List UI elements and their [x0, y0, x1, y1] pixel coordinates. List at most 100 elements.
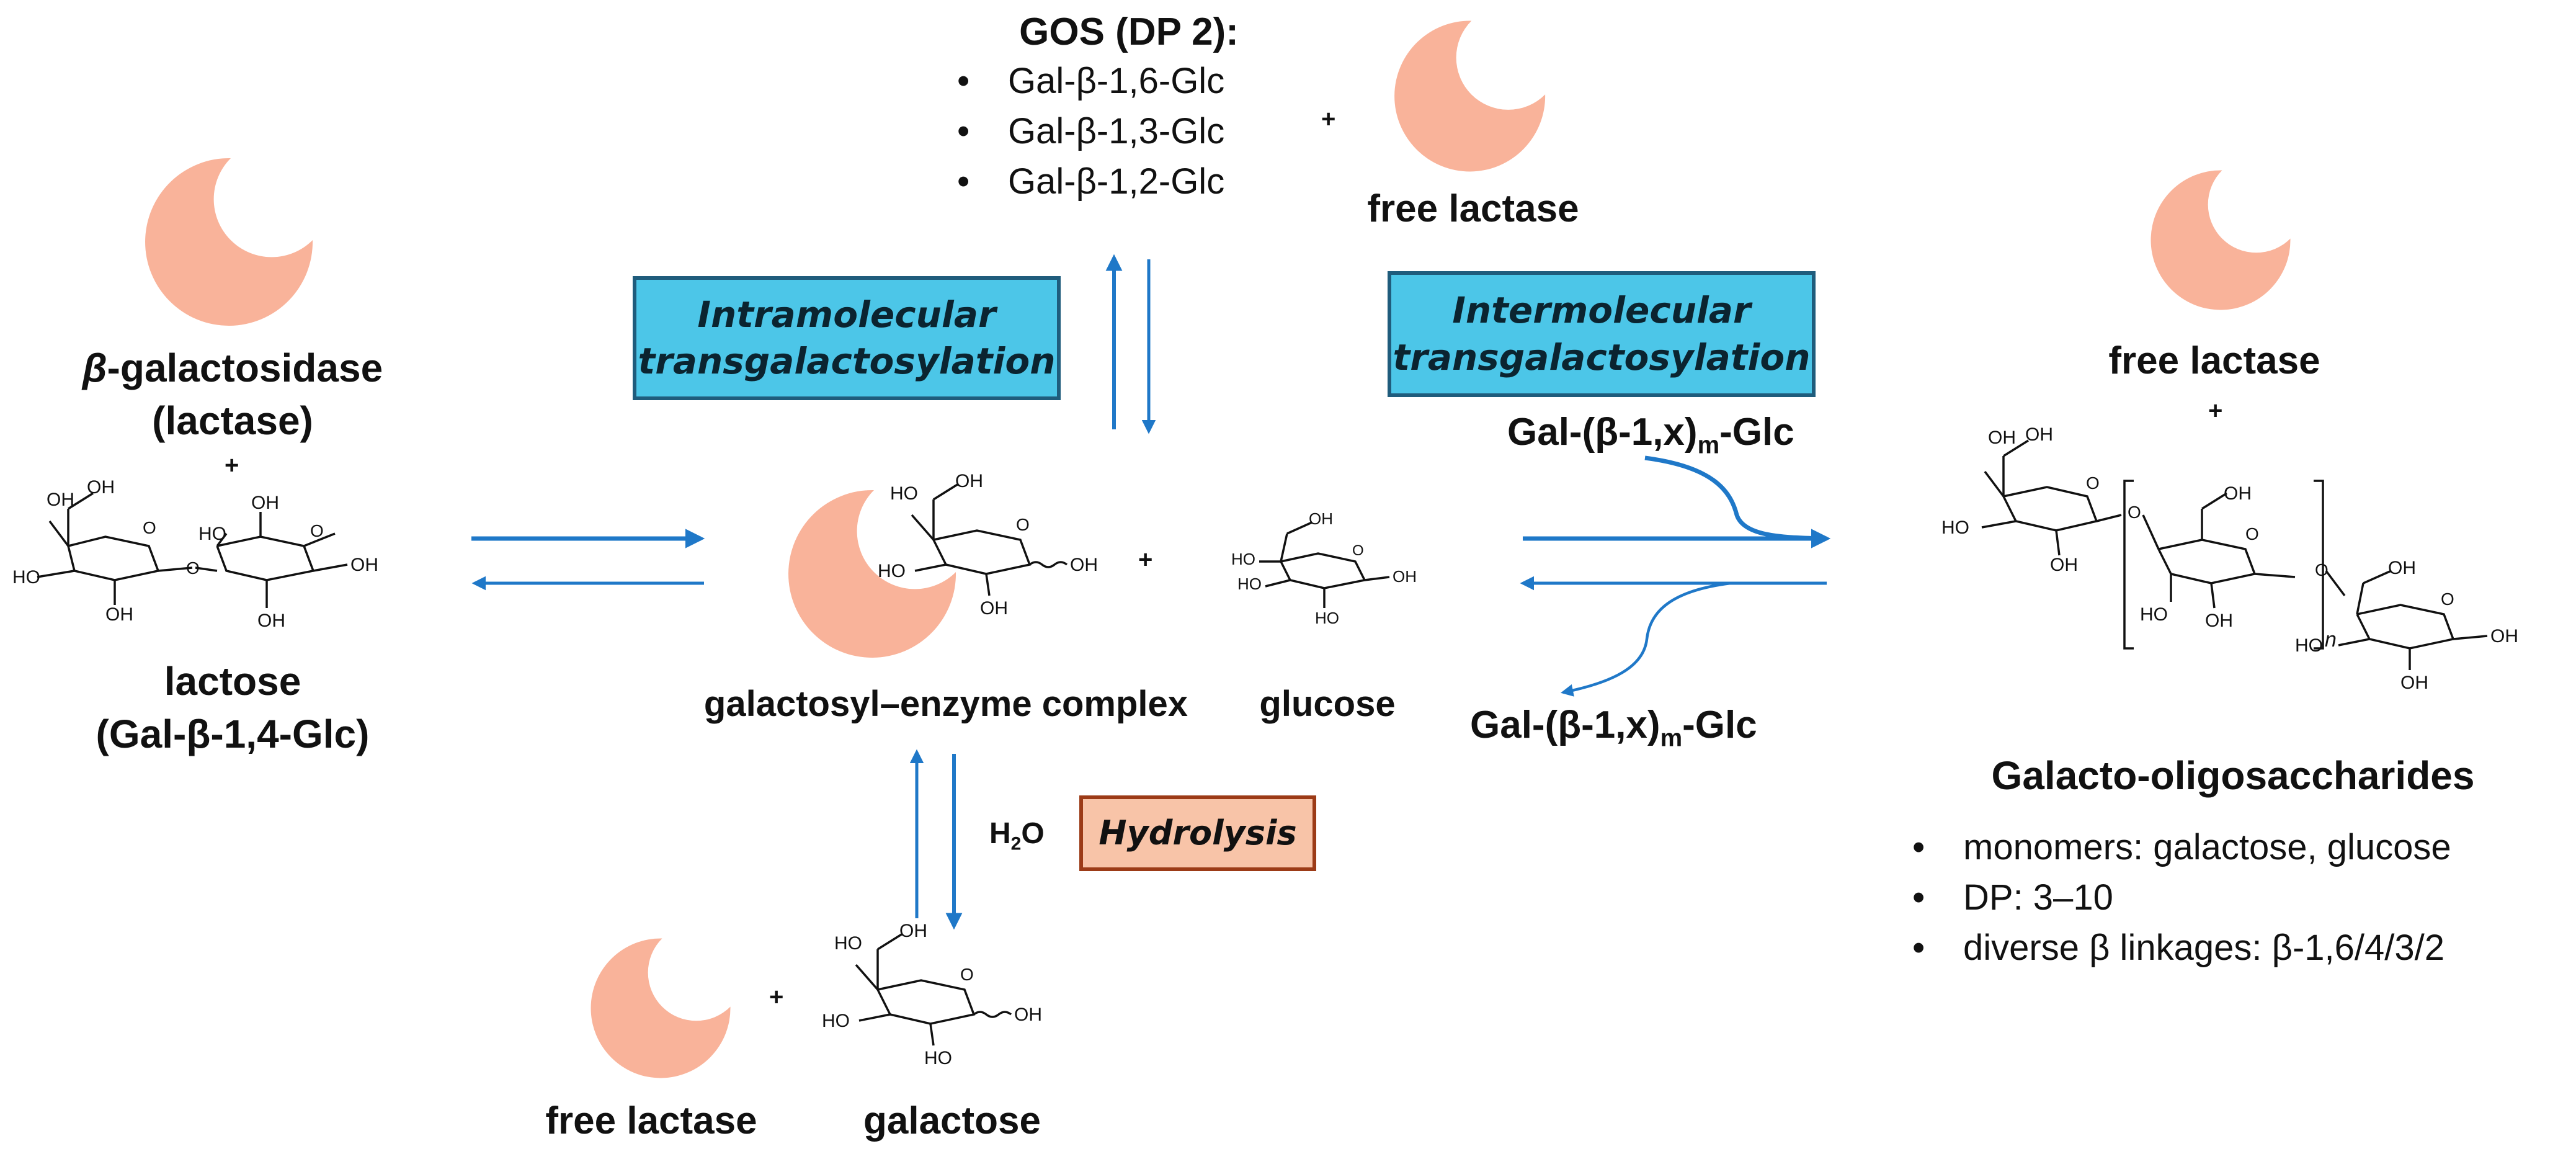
glucose-ho-label: HO [1237, 575, 1262, 593]
gos-dp2-list: Gal-β-1,6-Glc Gal-β-1,3-Glc Gal-β-1,2-Gl… [946, 56, 1224, 207]
galactose-structure: HO OH HO HO O OH [822, 921, 1042, 1068]
acceptor-in-tail: -Glc [1719, 411, 1794, 454]
plus-enzyme-lactose: + [225, 452, 239, 479]
gos-dp2-item: Gal-β-1,6-Glc [946, 56, 1224, 106]
lactose-oh-label: OH [257, 611, 285, 631]
acceptor-out-main: Gal-(β-1,x) [1470, 704, 1660, 746]
gos-oh-label: OH [2400, 673, 2428, 693]
enzyme-name-prefix: β [82, 346, 107, 390]
gos-title: Galacto-oligosaccharides [1991, 753, 2475, 798]
galactose-ho-label: HO [924, 1048, 952, 1068]
arrow-acceptor-in-curve [1644, 455, 1821, 541]
galactosyl-oh-label: OH [980, 598, 1008, 619]
gos-property-item: DP: 3–10 [1901, 872, 2451, 923]
intermolecular-line1: Intermolecular [1452, 289, 1751, 332]
acceptor-in-main: Gal-(β-1,x) [1507, 411, 1698, 454]
acceptor-out-sub: m [1660, 724, 1683, 752]
gos-oh-label: OH [2490, 626, 2518, 647]
enzyme-name-rest: -galactosidase [107, 346, 383, 390]
gos-oh-label: OH [2224, 483, 2252, 504]
gos-link-o-label: O [2315, 560, 2329, 580]
arrow-acceptor-out-curve [1561, 581, 1731, 697]
gos-structure: OH OH HO OH O O OH O HO OH n O OH O HO O… [1941, 424, 2518, 693]
intermolecular-line2: transgalactosylation [1393, 336, 1811, 378]
intramolecular-box: Intramolecular transgalactosylation [633, 276, 1061, 400]
lactose-ho-label: HO [12, 567, 40, 588]
lactose-oh-label: OH [47, 490, 74, 510]
plus-right: + [2208, 397, 2223, 424]
galactosyl-ring-o-label: O [1016, 515, 1030, 534]
glucose-oh-label: OH [1309, 509, 1333, 528]
galactose-oh-label: OH [899, 921, 927, 941]
gos-ho-label: HO [1941, 517, 1969, 538]
plus-lactase-galactose: + [769, 983, 784, 1011]
gos-properties-list: monomers: galactose, glucose DP: 3–10 di… [1901, 822, 2451, 973]
enzyme-name: β-galactosidase [59, 344, 406, 392]
water-label: H2O [989, 816, 1045, 856]
lactose-oh-label: OH [350, 555, 378, 575]
lactose-name: lactose [164, 659, 301, 704]
gos-oh-label: OH [2050, 555, 2078, 575]
gos-ring-o-label: O [2086, 473, 2100, 493]
gos-ring-o-label: O [2245, 524, 2259, 544]
free-lactase-right-enzyme-icon [2150, 170, 2291, 310]
right-free-lactase: free lactase [2108, 339, 2320, 382]
lactose-oh-label: OH [87, 478, 115, 498]
gos-property-item: monomers: galactose, glucose [1901, 822, 2451, 872]
free-lactase-bottom-enzyme-icon [591, 938, 731, 1078]
water-o: O [1021, 817, 1045, 850]
bottom-free-lactase: free lactase [545, 1099, 757, 1142]
gos-dp2-item: Gal-β-1,3-Glc [946, 106, 1224, 156]
plus-gos-lactase: + [1321, 105, 1336, 133]
intramolecular-line1: Intramolecular [697, 293, 996, 336]
gos-dp2-free-lactase: free lactase [1367, 187, 1579, 230]
lactose-ring-o-label: O [310, 521, 324, 540]
acceptor-in-label: Gal-(β-1,x)m-Glc [1507, 409, 1794, 460]
galactose-label: galactose [863, 1099, 1041, 1142]
complex-label: galactosyl–enzyme complex [703, 684, 1188, 724]
galactose-ring-o-label: O [960, 965, 974, 984]
lactose-oh-label: OH [105, 604, 133, 625]
water-sub: 2 [1010, 833, 1022, 854]
lactose-ho-label: HO [198, 524, 226, 544]
lactose-oh-label: OH [251, 493, 279, 513]
glucose-ring-o-label: O [1352, 542, 1364, 559]
glucose-structure: OH HO HO HO O OH [1231, 509, 1417, 627]
lactase-enzyme-icon [145, 158, 313, 326]
galactosyl-oh-label: OH [1070, 555, 1098, 575]
complex-enzyme-icon [788, 490, 956, 658]
gos-oh-label: OH [1988, 427, 2016, 448]
gos-ring-o-label: O [2441, 589, 2454, 609]
acceptor-out-tail: -Glc [1682, 704, 1757, 746]
gos-oh-label: OH [2025, 424, 2053, 445]
gos-oh-label: OH [2388, 558, 2416, 578]
gos-dp2-title: GOS (DP 2): [1019, 11, 1239, 53]
lactose-structure: OH OH HO OH O O HO OH O OH OH [12, 478, 378, 631]
galactose-oh-label: OH [1014, 1005, 1042, 1025]
glucose-ho-label: HO [1315, 609, 1339, 627]
plus-complex-glucose: + [1138, 546, 1153, 573]
gos-dp2-item: Gal-β-1,2-Glc [946, 156, 1224, 207]
galactosyl-structure: HO OH HO OH O OH [878, 472, 1098, 619]
galactosyl-oh-label: OH [955, 472, 983, 491]
lactose-glycosidic-o-label: O [186, 558, 200, 578]
hydrolysis-label: Hydrolysis [1099, 813, 1297, 852]
gos-property-item: diverse β linkages: β-1,6/4/3/2 [1901, 923, 2451, 973]
glucose-ho-label: HO [1231, 550, 1255, 568]
gos-repeat-n: n [2325, 628, 2337, 651]
acceptor-in-sub: m [1697, 431, 1720, 459]
galactosyl-ho-label: HO [878, 561, 906, 581]
intermolecular-box: Intermolecular transgalactosylation [1388, 271, 1816, 397]
hydrolysis-box: Hydrolysis [1079, 795, 1316, 871]
lactose-formula: (Gal-β-1,4-Glc) [96, 712, 370, 756]
free-lactase-enzyme-icon [1394, 20, 1546, 172]
acceptor-out-label: Gal-(β-1,x)m-Glc [1470, 702, 1757, 753]
glucose-label: glucose [1259, 684, 1396, 724]
gos-link-o-label: O [2128, 503, 2141, 522]
glucose-oh-label: OH [1393, 567, 1417, 586]
galactose-ho-label: HO [822, 1011, 850, 1031]
lactose-ring-o-label: O [143, 518, 156, 537]
galactosyl-ho-label: HO [890, 483, 918, 504]
gos-ho-label: HO [2295, 635, 2323, 656]
intramolecular-line2: transgalactosylation [638, 340, 1056, 382]
